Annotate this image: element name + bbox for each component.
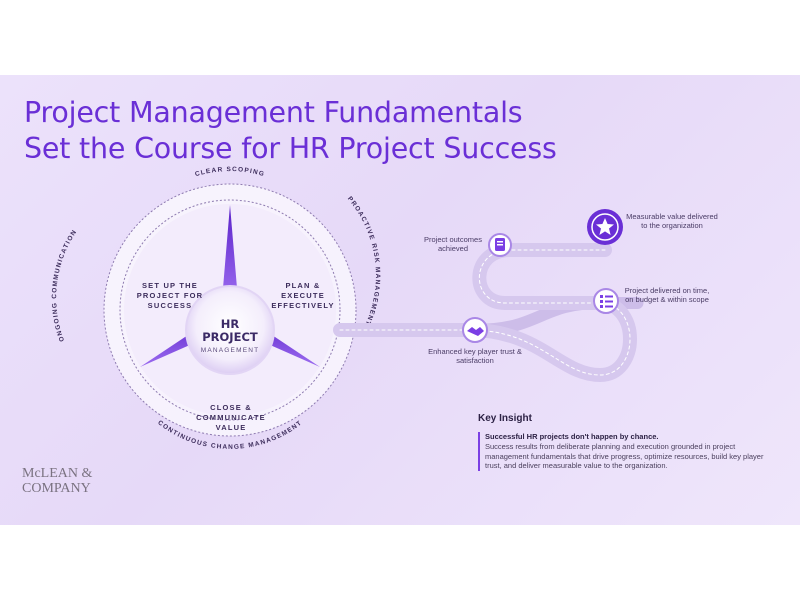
segment-label-right: PLAN & EXECUTE EFFECTIVELY <box>271 281 335 310</box>
svg-text:CLEAR SCOPING: CLEAR SCOPING <box>194 166 266 178</box>
hub-title-line-1: HR <box>220 317 240 331</box>
key-insight-text: Success results from deliberate planning… <box>485 441 764 471</box>
clipboard-icon <box>488 233 512 257</box>
handshake-icon <box>462 317 488 343</box>
milestone-label-trust: Enhanced key player trust & satisfaction <box>428 347 522 366</box>
ring-label-left: ONGOING COMMUNICATION <box>51 228 77 342</box>
key-insight-lead: Successful HR projects don't happen by c… <box>485 432 659 441</box>
segment-label-left: SET UP THE PROJECT FOR SUCCESS <box>136 281 204 310</box>
hub-title-line-2: PROJECT <box>202 330 258 345</box>
hub-subtitle: MANAGEMENT <box>200 347 260 354</box>
milestone-label-outcomes: Project outcomes achieved <box>424 235 482 254</box>
company-logo: McLEAN & COMPANY <box>22 466 93 496</box>
logo-line-2: COMPANY <box>22 480 91 496</box>
framework-diagram: CLEAR SCOPING PROACTIVE RISK MANAGEMENT … <box>51 166 644 451</box>
segment-label-bottom: CLOSE & COMMUNICATE VALUE <box>196 403 266 432</box>
logo-line-1: McLEAN & <box>22 466 93 481</box>
key-insight-body: Successful HR projects don't happen by c… <box>478 432 778 471</box>
milestone-label-value: Measurable value delivered to the organi… <box>626 212 718 231</box>
title-line-2: Set the Course for HR Project Success <box>24 132 557 165</box>
infographic-slide: Project Management Fundamentals Set the … <box>0 75 800 525</box>
checklist-icon <box>593 288 619 314</box>
title-line-1: Project Management Fundamentals <box>24 96 523 129</box>
hub-title: HR PROJECT <box>190 317 270 345</box>
svg-text:ONGOING COMMUNICATION: ONGOING COMMUNICATION <box>51 228 78 342</box>
key-insight-heading: Key Insight <box>478 413 532 424</box>
ring-label-top: CLEAR SCOPING <box>194 166 264 178</box>
milestone-label-delivered: Project delivered on time, on budget & w… <box>624 286 710 305</box>
hub-circle <box>185 285 275 375</box>
journey-path <box>333 243 644 383</box>
key-insight: Key Insight Successful HR projects don't… <box>478 413 778 471</box>
star-icon <box>587 209 623 245</box>
